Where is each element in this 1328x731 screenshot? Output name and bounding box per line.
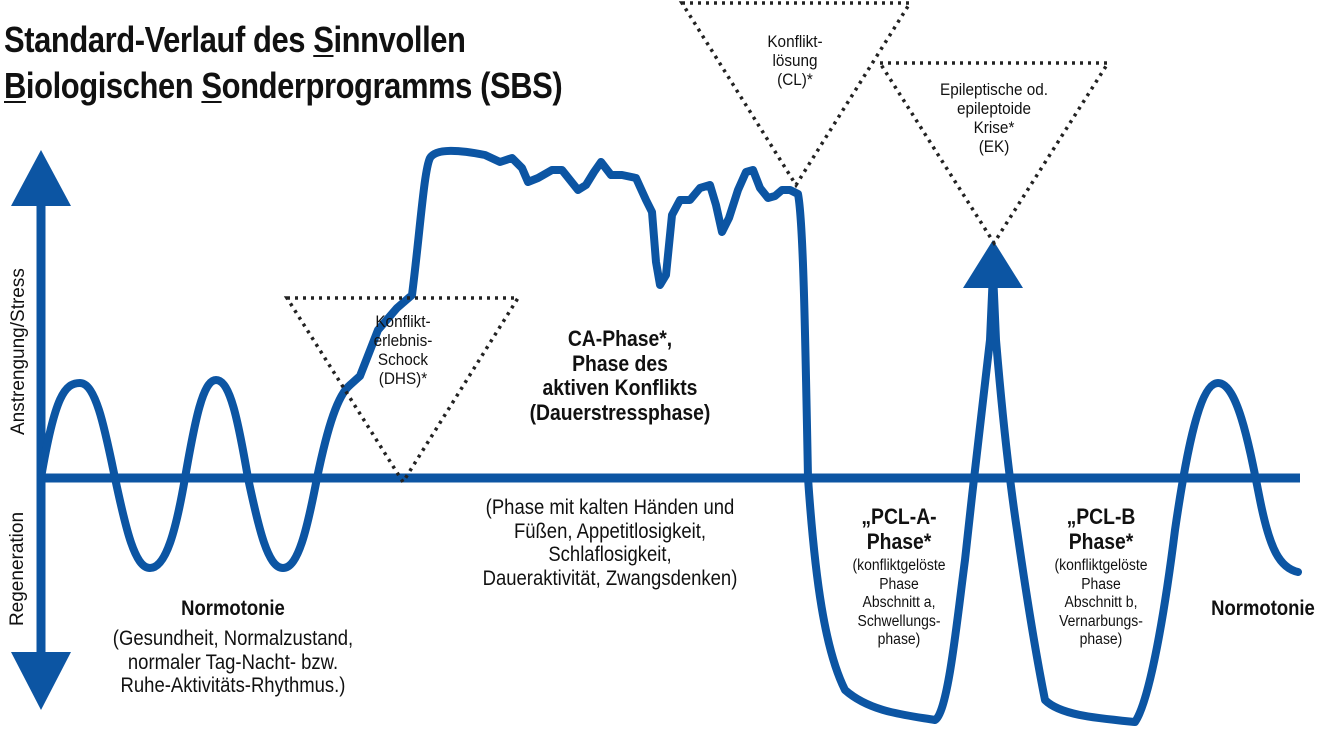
axis-label-regeneration: Regeneration — [7, 511, 28, 627]
cl-label: Konflikt- lösung (CL)* — [767, 32, 823, 90]
sbs-curve — [37, 146, 1302, 726]
ca-phase-details: (Phase mit kalten Händen und Füßen, Appe… — [482, 496, 738, 590]
ek-triangle — [876, 61, 1112, 247]
normotonie-right-title: Normotonie — [1211, 597, 1315, 620]
dhs-label: Konflikt- erlebnis- Schock (DHS)* — [373, 312, 433, 389]
arrow-up-head — [11, 150, 71, 206]
ek-label: Epileptische od. epileptoide Krise* (EK) — [939, 80, 1049, 157]
normotonie-left-title: Normotonie — [181, 597, 285, 620]
pcl-a-details: (konfliktgelöste Phase Abschnitt a, Schw… — [852, 557, 946, 649]
ek-arrow-head — [963, 240, 1023, 288]
cl-triangle — [678, 1, 914, 189]
title-line-2: Biologischen Sonderprogramms (SBS) — [4, 65, 563, 106]
title-line-1: Standard-Verlauf des Sinnvollen — [4, 19, 466, 60]
pcl-b-title: „PCL-B Phase* — [1066, 504, 1136, 554]
ca-phase-title: CA-Phase*, Phase des aktiven Konflikts (… — [529, 326, 711, 425]
pcl-a-title: „PCL-A- Phase* — [861, 504, 937, 554]
axis-label-stress: Anstrengung/Stress — [8, 268, 29, 435]
normotonie-left-details: (Gesundheit, Normalzustand, normaler Tag… — [112, 627, 354, 698]
vertical-axis-arrow — [11, 150, 71, 710]
pcl-b-details: (konfliktgelöste Phase Abschnitt b, Vern… — [1054, 557, 1148, 649]
arrow-down-head — [11, 652, 71, 710]
